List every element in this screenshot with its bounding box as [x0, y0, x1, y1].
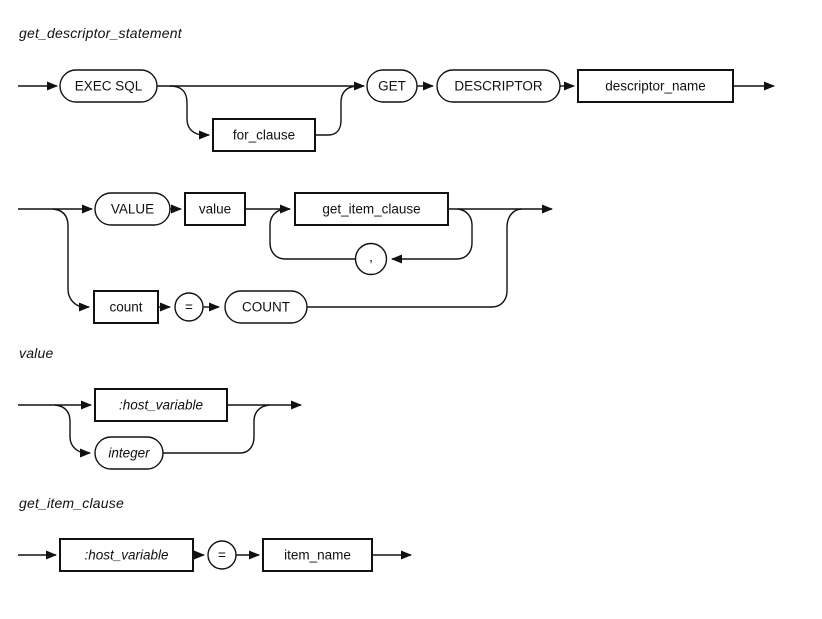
keyword-label-get: GET [378, 79, 406, 94]
nonterminal-label-for-clause: for_clause [233, 128, 295, 143]
optional-branch-up-connector [315, 85, 357, 136]
count-branch-up-connector [307, 208, 523, 308]
keyword-label-count: COUNT [242, 300, 290, 315]
nonterminal-box-host-variable-1 [94, 388, 228, 422]
keyword-label-exec-sql: EXEC SQL [75, 79, 143, 94]
count-branch-down-connector [52, 208, 91, 312]
keyword-oval-value [94, 192, 171, 226]
operator-label-equals-2: = [218, 548, 226, 563]
nonterminal-label-descriptor-name: descriptor_name [605, 79, 706, 94]
integer-branch-down-connector [54, 404, 92, 458]
diagram-get-item-clause: get_item_clause :host_variable = item_na… [18, 495, 413, 572]
nonterminal-box-item-name [262, 538, 373, 572]
separator-circle-comma [354, 242, 388, 276]
diagram-title-value: value [19, 345, 53, 361]
keyword-oval-descriptor [436, 69, 561, 103]
nonterminal-box-descriptor-name [577, 69, 734, 103]
terminal-oval-integer [94, 436, 164, 470]
nonterminal-label-value: value [199, 202, 231, 217]
nonterminal-label-item-name: item_name [284, 548, 351, 563]
diagram-get-descriptor-statement: get_descriptor_statement EXEC SQL for_cl… [18, 25, 776, 324]
operator-circle-equals-1 [174, 292, 204, 322]
nonterminal-label-host-variable-1: :host_variable [119, 398, 203, 413]
nonterminal-box-for-clause [212, 118, 316, 152]
repeat-loop-right-connector [390, 208, 473, 264]
diagram-title-get-item-clause: get_item_clause [19, 495, 124, 511]
keyword-oval-get [366, 69, 418, 103]
terminal-label-integer: integer [108, 446, 150, 461]
keyword-label-descriptor: DESCRIPTOR [454, 79, 543, 94]
nonterminal-label-host-variable-2: :host_variable [84, 548, 168, 563]
diagram-value: value :host_variable integer [18, 345, 303, 470]
operator-label-equals-1: = [185, 300, 193, 315]
nonterminal-box-count [93, 290, 159, 324]
separator-label-comma: , [369, 250, 373, 265]
diagram-title-get-descriptor-statement: get_descriptor_statement [19, 25, 183, 41]
optional-branch-down-connector [169, 85, 211, 140]
keyword-label-value: VALUE [111, 202, 154, 217]
nonterminal-box-host-variable-2 [59, 538, 194, 572]
nonterminal-box-value [184, 192, 246, 226]
integer-branch-up-connector [163, 404, 270, 454]
repeat-loop-left-connector [269, 208, 355, 260]
operator-circle-equals-2 [207, 540, 237, 570]
keyword-oval-exec-sql [59, 69, 158, 103]
nonterminal-label-get-item-clause: get_item_clause [322, 202, 420, 217]
keyword-oval-count [224, 290, 308, 324]
nonterminal-box-get-item-clause [294, 192, 449, 226]
nonterminal-label-count: count [109, 300, 142, 315]
